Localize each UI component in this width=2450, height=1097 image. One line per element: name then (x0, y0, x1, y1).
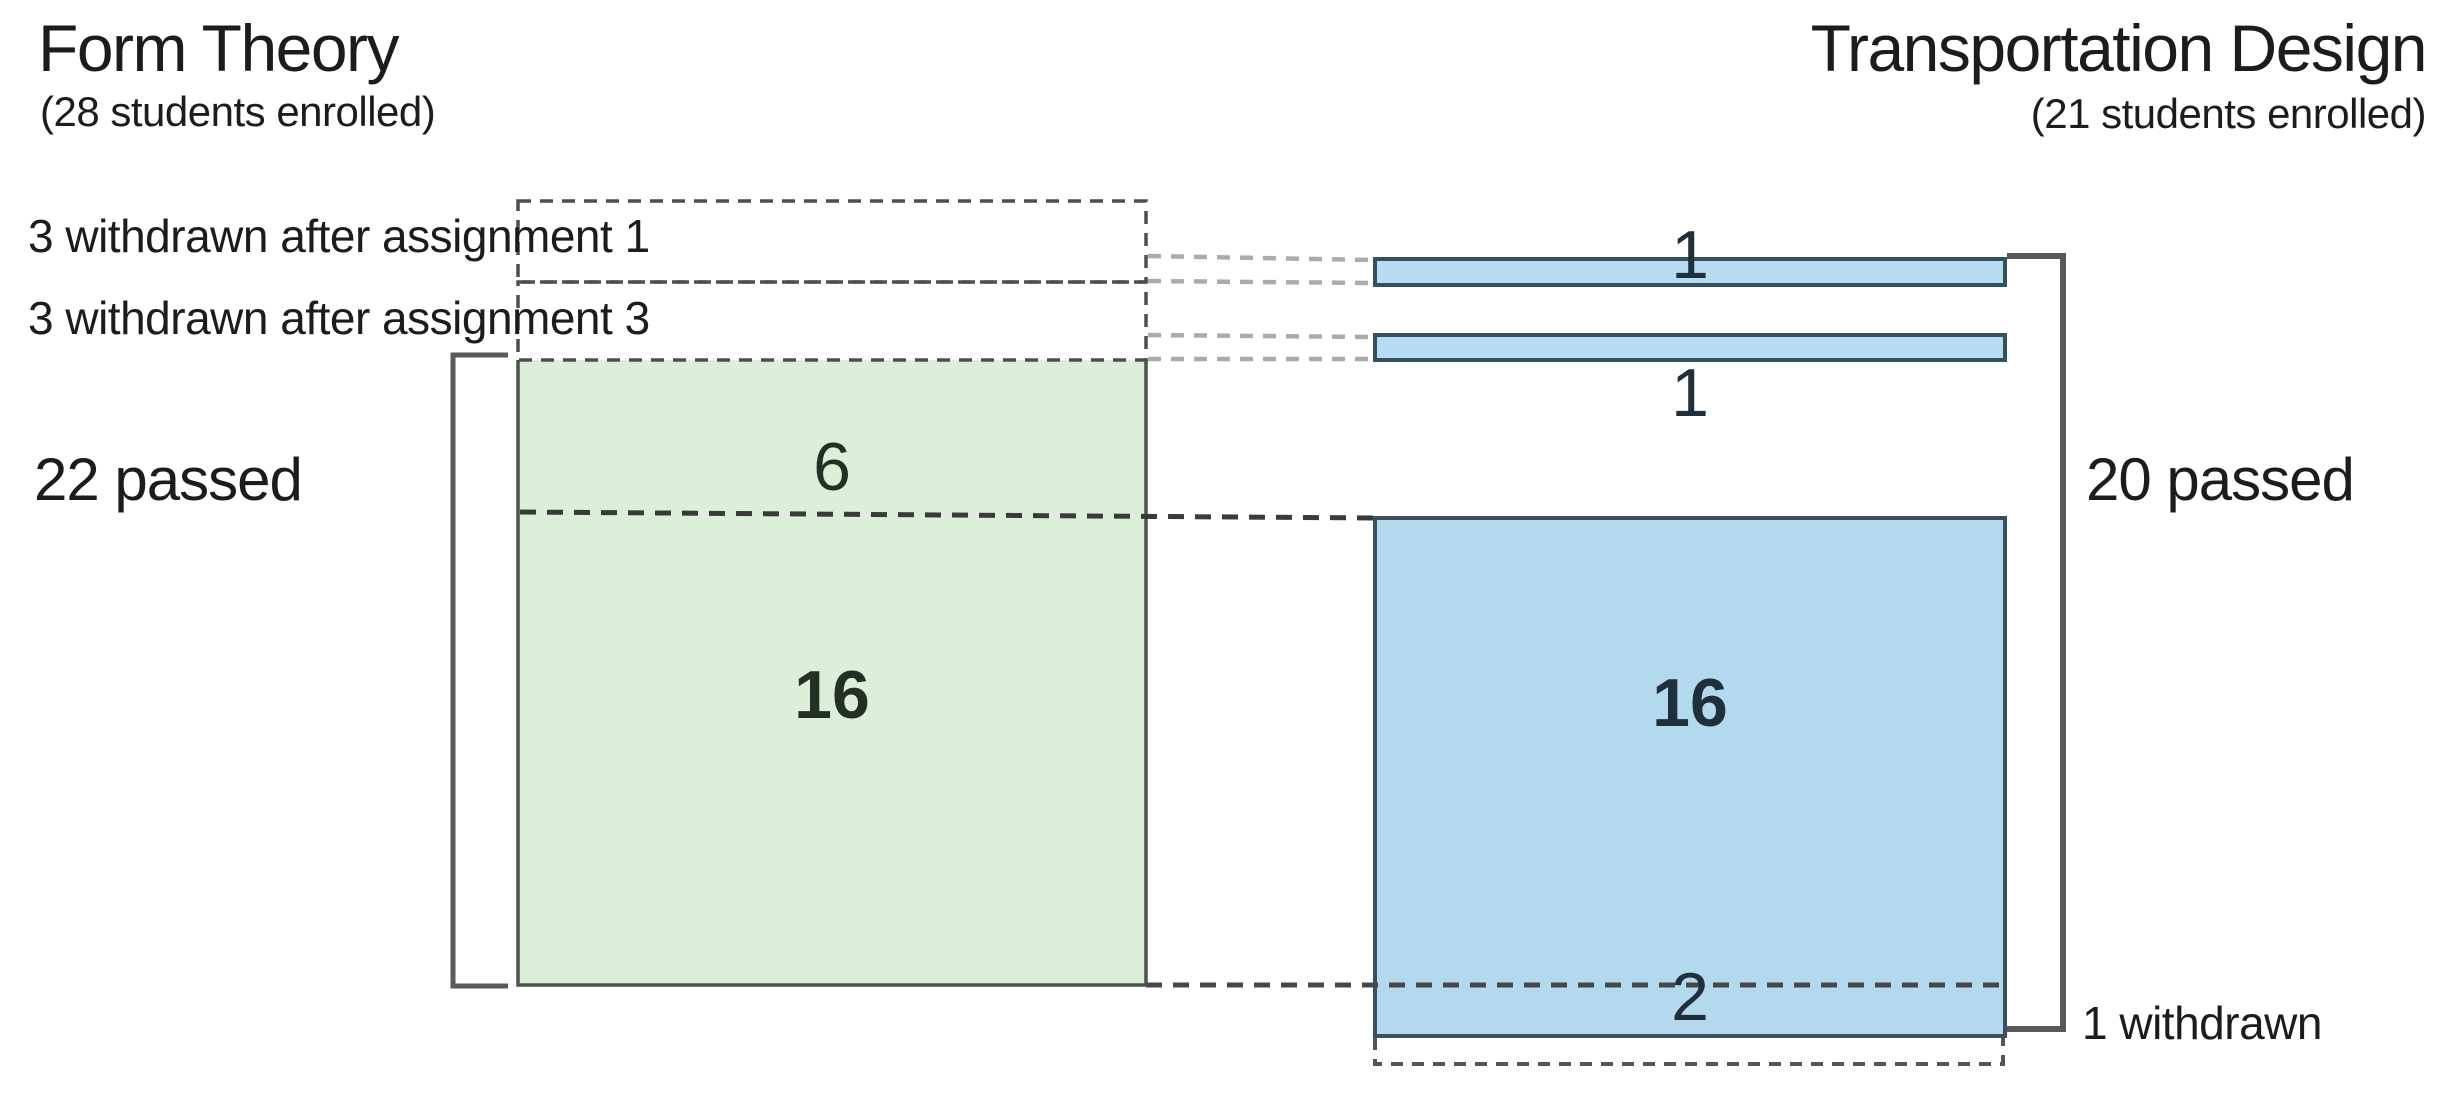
form-theory-count-16: 16 (794, 657, 870, 733)
right-passed-label: 20 passed (2086, 446, 2355, 513)
form-theory-passed-block (518, 360, 1146, 985)
form-theory-block-border (516, 360, 1148, 987)
right-course-subtitle: (21 students enrolled) (2030, 90, 2427, 137)
left-course-subtitle: (28 students enrolled) (40, 88, 436, 135)
right-passed-bracket (2007, 253, 2066, 1032)
transportation-bar-2-count: 1 (1671, 355, 1709, 431)
transportation-bar-1-count: 1 (1671, 217, 1709, 293)
left-passed-label: 22 passed (34, 446, 303, 513)
withdrawn-extension-dashed-box (1373, 1038, 2005, 1066)
withdrawn-after-assignment-1-label: 3 withdrawn after assignment 1 (28, 210, 650, 262)
transportation-count-2: 2 (1671, 959, 1709, 1035)
transportation-bar-2 (1373, 333, 2007, 362)
form-theory-count-6: 6 (813, 429, 851, 505)
left-passed-bracket (450, 352, 508, 989)
connector-row1-bar1-bottom (1147, 278, 1373, 286)
connector-row1-bar1-top (1147, 253, 1373, 263)
right-course-title: Transportation Design (1810, 11, 2428, 85)
withdrawn-row-2-box (516, 280, 1148, 362)
left-course-title: Form Theory (38, 11, 400, 85)
connector-row2-bar2-top (1147, 332, 1373, 340)
transportation-bar-1 (1373, 257, 2007, 287)
divider-6-16-dashed-line (519, 509, 1376, 521)
transportation-count-16: 16 (1652, 665, 1728, 741)
right-withdrawn-label: 1 withdrawn (2082, 997, 2322, 1049)
transportation-passed-block (1373, 516, 2007, 1038)
withdrawn-after-assignment-3-label: 3 withdrawn after assignment 3 (28, 292, 650, 344)
